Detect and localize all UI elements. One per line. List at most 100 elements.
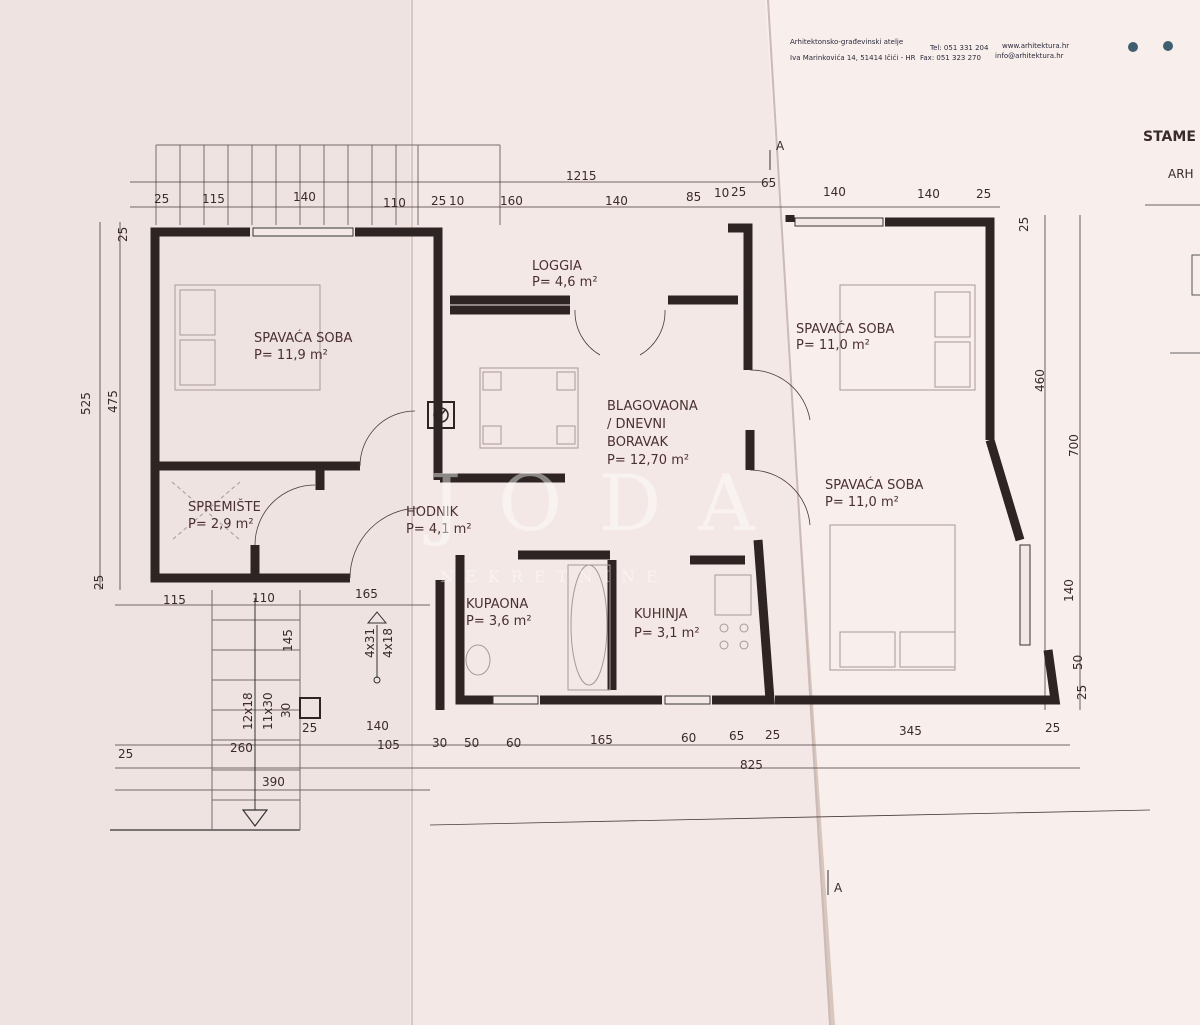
- dim-label: 50: [464, 736, 479, 750]
- dim-label: 25: [431, 194, 446, 208]
- dim-label: 140: [293, 190, 316, 204]
- dim-label: 140: [823, 185, 846, 199]
- firm-email: info@arhitektura.hr: [995, 52, 1064, 60]
- subtitle-fragment: ARH: [1168, 167, 1194, 181]
- room-area: P= 2,9 m²: [188, 517, 254, 532]
- dim-label: 4x31: [363, 628, 377, 658]
- dim-label: 11x30: [261, 692, 275, 730]
- dim-label: 825: [740, 758, 763, 772]
- dim-label: 475: [106, 390, 120, 413]
- dim-label: 4x18: [381, 628, 395, 658]
- dim-total-top: 1215: [566, 169, 597, 183]
- dim-label: 30: [279, 703, 293, 718]
- dim-label: 160: [500, 194, 523, 208]
- dim-label: 25: [976, 187, 991, 201]
- dim-label: 65: [729, 729, 744, 743]
- logo-dot-icon: [1128, 42, 1138, 52]
- room-area: P= 3,6 m²: [466, 614, 532, 629]
- dimension-labels: 1215 25 115 140 110 25 10 160 140 85 10 …: [79, 169, 1089, 789]
- title-block: Arhitektonsko-građevinski atelje Iva Mar…: [790, 38, 1200, 354]
- dim-label: 25: [118, 747, 133, 761]
- dim-label: 25: [1017, 217, 1031, 232]
- dim-label: 525: [79, 392, 93, 415]
- lower-stairs: [211, 590, 388, 830]
- dim-label: 50: [1071, 655, 1085, 670]
- room-name-line2: / DNEVNI: [607, 417, 666, 432]
- room-area: P= 11,0 m²: [796, 338, 870, 353]
- dim-label: 25: [1075, 685, 1089, 700]
- chimney-icon: [427, 401, 455, 429]
- room-name: SPAVAĆA SOBA: [825, 477, 924, 493]
- title-fragment: STAME: [1143, 129, 1196, 145]
- dim-label: 390: [262, 775, 285, 789]
- room-name: LOGGIA: [532, 259, 582, 274]
- room-name: SPAVAĆA SOBA: [796, 321, 895, 337]
- dim-label: 105: [377, 738, 400, 752]
- section-a-top: A: [776, 139, 785, 153]
- logo-dot-icon: [1163, 41, 1173, 51]
- room-name: BLAGOVAONA: [607, 399, 698, 414]
- down-arrow-icon: [241, 809, 269, 827]
- firm-address: Iva Marinkovića 14, 51414 Ičići - HR: [790, 54, 916, 62]
- firm-tel: Tel: 051 331 204: [929, 44, 989, 52]
- dim-label: 25: [302, 721, 317, 735]
- room-area: P= 4,1 m²: [406, 522, 472, 537]
- paper-sheet-middle: [410, 0, 830, 1025]
- section-markers: A A: [769, 139, 843, 895]
- watermark-logo: J O D A N E K R E T N I N E: [423, 459, 754, 586]
- dim-label: 460: [1033, 369, 1047, 392]
- dim-label: 85: [686, 190, 701, 204]
- dim-label: 25: [116, 227, 130, 242]
- firm-name: Arhitektonsko-građevinski atelje: [790, 38, 903, 46]
- dim-label: 110: [252, 591, 275, 605]
- dim-label: 165: [355, 587, 378, 601]
- dim-label: 140: [917, 187, 940, 201]
- room-name-line3: BORAVAK: [607, 435, 668, 450]
- dim-label: 345: [899, 724, 922, 738]
- room-labels: SPAVAĆA SOBA P= 11,9 m² LOGGIA P= 4,6 m²…: [188, 259, 924, 641]
- paper-sheet-right: [765, 0, 1200, 1025]
- section-a-bottom: A: [834, 881, 843, 895]
- dim-label: 165: [590, 733, 613, 747]
- dim-label: 25: [92, 575, 106, 590]
- dim-label: 140: [1062, 579, 1076, 602]
- dim-label: 110: [383, 196, 406, 210]
- windows: [252, 217, 1031, 705]
- dim-label: 25: [154, 192, 169, 206]
- dim-label: 60: [506, 736, 521, 750]
- dim-label: 60: [681, 731, 696, 745]
- room-name: KUHINJA: [634, 607, 688, 622]
- dim-label: 140: [366, 719, 389, 733]
- dim-label: 115: [202, 192, 225, 206]
- room-area: P= 11,0 m²: [825, 495, 899, 510]
- room-name: KUPAONA: [466, 597, 528, 612]
- dim-label: 700: [1067, 434, 1081, 457]
- dim-label: 30: [432, 736, 447, 750]
- room-name: SPREMIŠTE: [188, 499, 261, 515]
- room-area: P= 11,9 m²: [254, 348, 328, 363]
- dimension-lines: [99, 181, 1151, 831]
- room-area: P= 12,70 m²: [607, 453, 689, 468]
- dim-label: 260: [230, 741, 253, 755]
- upper-stairs: [155, 144, 501, 225]
- dim-label: 10: [714, 186, 729, 200]
- dim-label: 25: [765, 728, 780, 742]
- dim-label: 25: [1045, 721, 1060, 735]
- dim-label: 145: [281, 629, 295, 652]
- firm-web: www.arhitektura.hr: [1002, 42, 1069, 50]
- dim-label: 115: [163, 593, 186, 607]
- up-arrow-icon: [366, 611, 388, 624]
- paper-edge: [767, 0, 831, 1025]
- paper-sheet-left: [0, 0, 420, 1025]
- dim-label: 140: [605, 194, 628, 208]
- dim-label: 12x18: [241, 692, 255, 730]
- dim-label: 65: [761, 176, 776, 190]
- furniture: [171, 284, 976, 691]
- room-name: SPAVAĆA SOBA: [254, 330, 353, 346]
- room-name: HODNIK: [406, 505, 459, 520]
- watermark-sub-text: N E K R E T N I N E: [440, 567, 661, 586]
- dim-label: 25: [731, 185, 746, 199]
- doors: [254, 309, 811, 579]
